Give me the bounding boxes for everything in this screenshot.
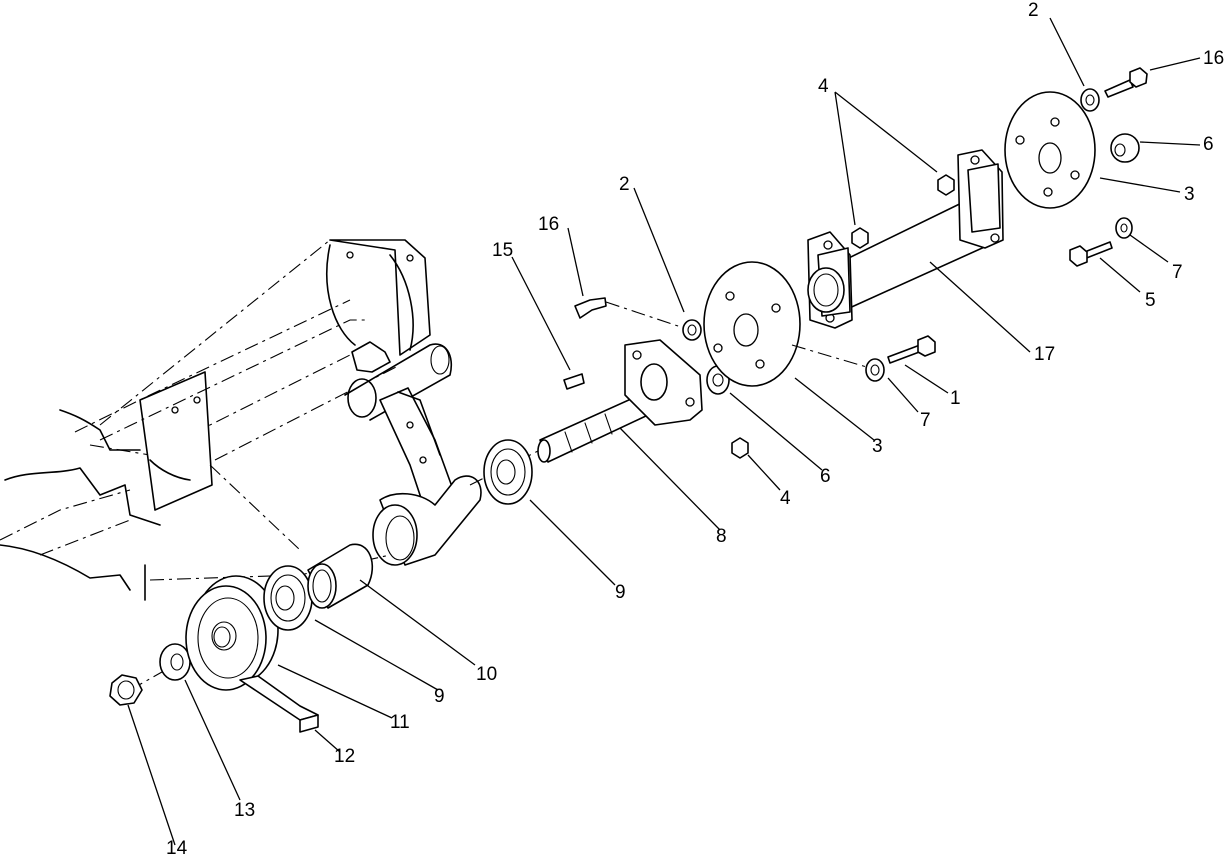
- washer: [159, 643, 191, 681]
- callout-16: 16: [538, 214, 559, 235]
- callout-10: 10: [476, 664, 497, 685]
- bolt: [574, 297, 607, 319]
- shaft: [539, 394, 649, 463]
- callout-9: 9: [434, 686, 445, 707]
- right-coupler-group: [1004, 67, 1148, 267]
- callout-16: 16: [1203, 48, 1224, 69]
- callout-9: 9: [615, 582, 626, 603]
- callout-4: 4: [818, 76, 829, 97]
- callout-8: 8: [716, 526, 727, 547]
- callout-3: 3: [872, 436, 883, 457]
- locknut: [109, 674, 143, 706]
- callout-labels: 2 16 4 6 3 7 5 2 16 15 17 1 7 3 6 4 8 9 …: [166, 0, 1224, 859]
- shaft-group: [469, 261, 936, 505]
- callout-15: 15: [492, 240, 513, 261]
- callout-5: 5: [1145, 290, 1156, 311]
- leader-lines: [127, 17, 1201, 846]
- pulley-group: [109, 543, 374, 733]
- callout-3: 3: [1184, 184, 1195, 205]
- callout-14: 14: [166, 838, 188, 859]
- callout-2: 2: [1028, 0, 1039, 21]
- callout-2: 2: [619, 174, 630, 195]
- callout-6: 6: [820, 466, 831, 487]
- callout-6: 6: [1203, 134, 1214, 155]
- callout-13: 13: [234, 800, 255, 821]
- callout-11: 11: [390, 712, 410, 733]
- callout-17: 17: [1034, 344, 1055, 365]
- callout-7: 7: [1172, 262, 1183, 283]
- callout-4: 4: [780, 488, 791, 509]
- mower-frame: [0, 239, 482, 601]
- callout-1: 1: [950, 388, 961, 409]
- callout-7: 7: [920, 410, 931, 431]
- drive-tube: [807, 149, 1004, 329]
- callout-12: 12: [334, 746, 355, 767]
- woodruff-key: [563, 373, 585, 390]
- key: [239, 675, 319, 721]
